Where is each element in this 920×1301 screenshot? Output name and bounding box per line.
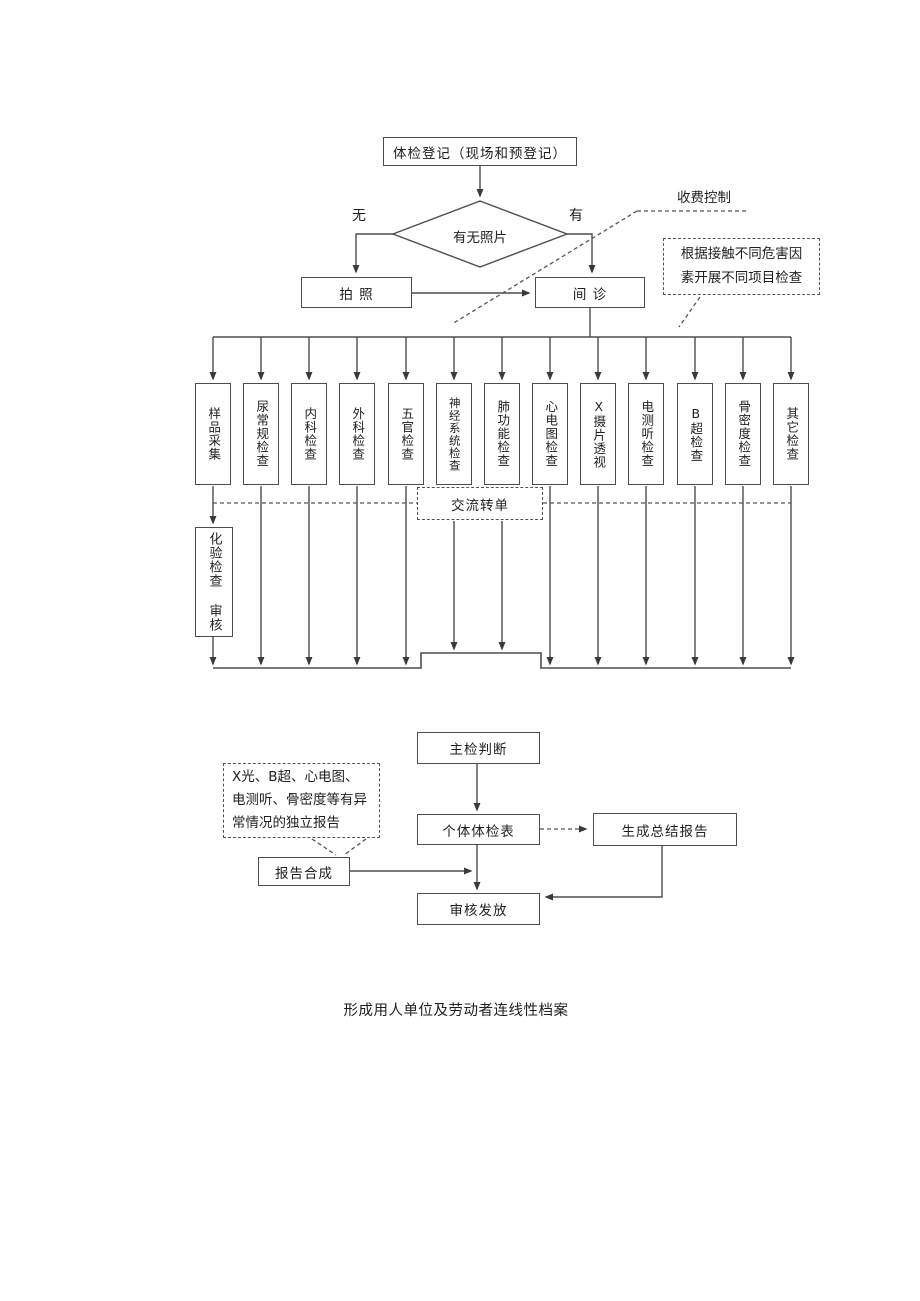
photo-box: 拍 照 — [301, 277, 412, 308]
report-note-leader-right — [344, 839, 366, 855]
exam-box-urine-routine: 尿常规检查 — [243, 383, 279, 485]
arrow-no-branch — [352, 234, 393, 274]
lab-review-box: 化验检查 审核 — [195, 527, 233, 637]
summary-report-box: 生成总结报告 — [593, 813, 737, 846]
individual-report-box: 个体体检表 — [417, 814, 540, 845]
fee-control-leader-diagonal — [452, 211, 637, 324]
individual-report-label: 个体体检表 — [442, 823, 515, 840]
exam-label: B超检查 — [688, 405, 704, 463]
exam-box-xray: X摄片透视 — [580, 383, 616, 485]
interview-box: 间 诊 — [535, 277, 645, 308]
summary-report-label: 生成总结报告 — [621, 823, 709, 840]
registration-box: 体检登记（现场和预登记） — [383, 137, 577, 166]
report-note-line-2: 电测听、骨密度等有异 — [232, 791, 367, 808]
review-issue-label: 审核发放 — [449, 903, 508, 919]
exam-box-sample-collection: 样品采集 — [195, 383, 231, 485]
fee-control-label: 收费控制 — [677, 190, 731, 206]
transfer-note-label: 交流转单 — [451, 497, 509, 514]
dashed-annotation-lines — [213, 211, 791, 855]
decision-diamond — [393, 201, 567, 267]
exam-label: 神经系统检查 — [447, 396, 462, 472]
report-compose-box: 报告合成 — [258, 857, 350, 886]
interview-label: 间 诊 — [572, 286, 608, 303]
review-issue-box: 审核发放 — [417, 893, 540, 925]
exam-box-lung-function: 肺功能检查 — [484, 383, 520, 485]
report-compose-label: 报告合成 — [275, 865, 333, 882]
exam-label: 其它检查 — [784, 407, 800, 461]
report-note-leader-left — [312, 839, 336, 855]
arrow-summary-to-issue — [544, 846, 662, 901]
transfer-note-box: 交流转单 — [417, 487, 543, 520]
exam-box-ecg: 心电图检查 — [532, 383, 568, 485]
exam-label: 内科检查 — [302, 407, 318, 461]
chief-judgment-box: 主检判断 — [417, 732, 540, 764]
exam-box-ultrasound: B超检查 — [677, 383, 713, 485]
registration-label: 体检登记（现场和预登记） — [393, 145, 567, 162]
report-note-line-3: 常情况的独立报告 — [232, 815, 340, 832]
column-drop-arrows — [209, 486, 795, 666]
hazard-note-leader — [679, 297, 700, 327]
lab-review-label: 化验检查 审核 — [206, 532, 222, 632]
exam-box-ent: 五官检查 — [388, 383, 424, 485]
report-note-line-1: X光、B超、心电图、 — [232, 768, 359, 785]
exam-box-nervous-system: 神经系统检查 — [436, 383, 472, 485]
hazard-note-line-1: 根据接触不同危害因 — [680, 246, 803, 263]
exam-box-bone-density: 骨密度检查 — [725, 383, 761, 485]
column-stem-arrows — [209, 337, 795, 381]
hazard-note-line-2: 素开展不同项目检查 — [680, 269, 803, 286]
exam-label: 肺功能检查 — [495, 400, 511, 468]
hazard-note-box: 根据接触不同危害因 素开展不同项目检查 — [663, 238, 820, 295]
exam-label: 尿常规检查 — [254, 400, 270, 468]
no-branch-label: 无 — [352, 208, 366, 224]
exam-label: 骨密度检查 — [736, 400, 752, 468]
yes-branch-label: 有 — [569, 208, 583, 224]
exam-box-internal-medicine: 内科检查 — [291, 383, 327, 485]
exam-label: 样品采集 — [206, 407, 222, 461]
exam-label: X摄片透视 — [591, 399, 607, 469]
exam-box-audiometry: 电测听检查 — [628, 383, 664, 485]
decision-label: 有无照片 — [453, 230, 507, 246]
report-note-box: X光、B超、心电图、 电测听、骨密度等有异 常情况的独立报告 — [223, 763, 380, 838]
chief-judgment-label: 主检判断 — [449, 742, 508, 758]
exam-label: 五官检查 — [399, 407, 415, 461]
exam-label: 电测听检查 — [639, 400, 655, 468]
exam-label: 外科检查 — [350, 407, 366, 461]
exam-label: 心电图检查 — [543, 400, 559, 468]
archive-caption: 形成用人单位及劳动者连线性档案 — [343, 1003, 569, 1019]
exam-box-other: 其它检查 — [773, 383, 809, 485]
arrow-yes-branch — [567, 234, 596, 274]
collector-line — [213, 653, 791, 668]
photo-label: 拍 照 — [339, 286, 374, 303]
exam-box-surgery: 外科检查 — [339, 383, 375, 485]
